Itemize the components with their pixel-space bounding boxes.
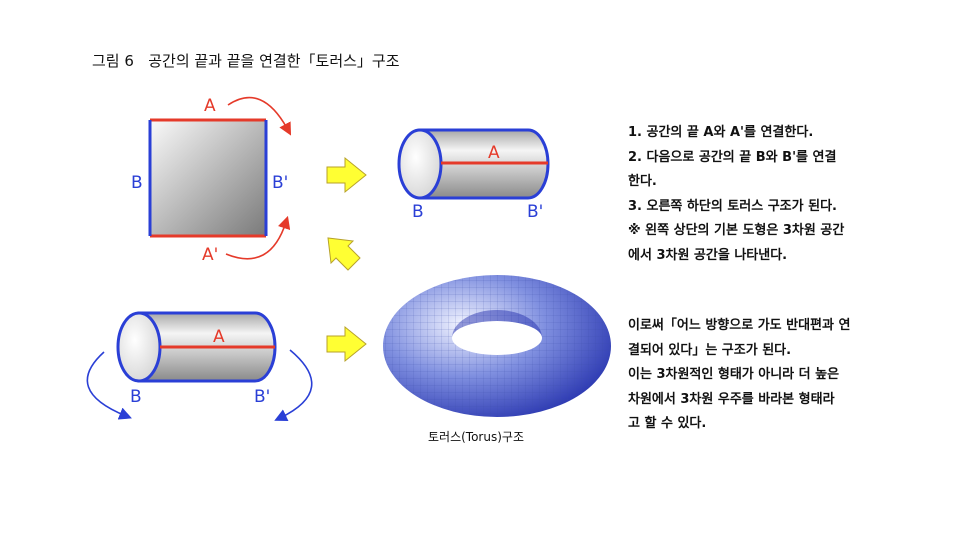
- curved-arrow-icon: [274, 349, 313, 421]
- summary-line: 차원에서 3차원 우주를 바라본 형태라: [628, 391, 835, 407]
- note-line: ※ 왼쪽 상단의 기본 도형은 3차원 공간: [628, 223, 845, 238]
- square-figure: A A' B B': [131, 96, 292, 265]
- square-label-a-prime: A': [202, 245, 218, 265]
- cylinder-bottom-label-a: A: [213, 327, 225, 347]
- cylinder-bottom-label-b-prime: B': [254, 387, 270, 407]
- yellow-right-arrow-icon: [326, 325, 367, 363]
- summary-text: 이로써「어느 방향으로 가도 반대편과 연 결되어 있다」는 구조가 된다. 이…: [628, 314, 880, 437]
- curved-arrow-icon: [225, 215, 291, 260]
- cylinder-bottom: A B B': [86, 311, 313, 421]
- step-line: 한다.: [628, 174, 657, 189]
- square-surface: [150, 120, 266, 236]
- torus-inner-shade: [452, 310, 542, 338]
- torus-figure: [383, 275, 611, 417]
- square-label-b: B: [131, 173, 143, 193]
- cylinder-top-label-a: A: [488, 143, 500, 163]
- cylinder-top-label-b: B: [412, 202, 424, 222]
- cylinder-top-cap: [397, 128, 443, 200]
- yellow-down-left-arrow-icon: [327, 237, 361, 271]
- cylinder-top: A B B': [397, 128, 550, 222]
- step-line: 2. 다음으로 공간의 끝 B와 B'를 연결: [628, 149, 837, 165]
- summary-line: 결되어 있다」는 구조가 된다.: [628, 342, 792, 358]
- step-line: 3. 오른쪽 하단의 토러스 구조가 된다.: [628, 198, 837, 214]
- torus-caption: 토러스(Torus)구조: [428, 430, 524, 444]
- yellow-right-arrow-icon: [326, 156, 367, 194]
- square-label-a: A: [204, 96, 216, 116]
- curved-arrow-icon: [86, 351, 132, 420]
- cylinder-top-label-b-prime: B': [527, 202, 543, 222]
- step-line: 1. 공간의 끝 A와 A'를 연결한다.: [628, 125, 814, 140]
- cylinder-bottom-cap: [116, 311, 162, 383]
- curved-arrow-icon: [227, 96, 292, 136]
- steps-text: 1. 공간의 끝 A와 A'를 연결한다. 2. 다음으로 공간의 끝 B와 B…: [628, 121, 878, 268]
- note-line: 에서 3차원 공간을 나타낸다.: [628, 247, 788, 263]
- figure-title: 그림 6 공간의 끝과 끝을 연결한「토러스」구조: [92, 52, 400, 70]
- summary-line: 이는 3차원적인 형태가 아니라 더 높은: [628, 367, 840, 382]
- summary-line: 고 할 수 있다.: [628, 416, 707, 431]
- torus-mesh: [383, 275, 611, 417]
- square-label-b-prime: B': [272, 173, 288, 193]
- summary-line: 이로써「어느 방향으로 가도 반대편과 연: [628, 318, 851, 333]
- cylinder-bottom-label-b: B: [130, 387, 142, 407]
